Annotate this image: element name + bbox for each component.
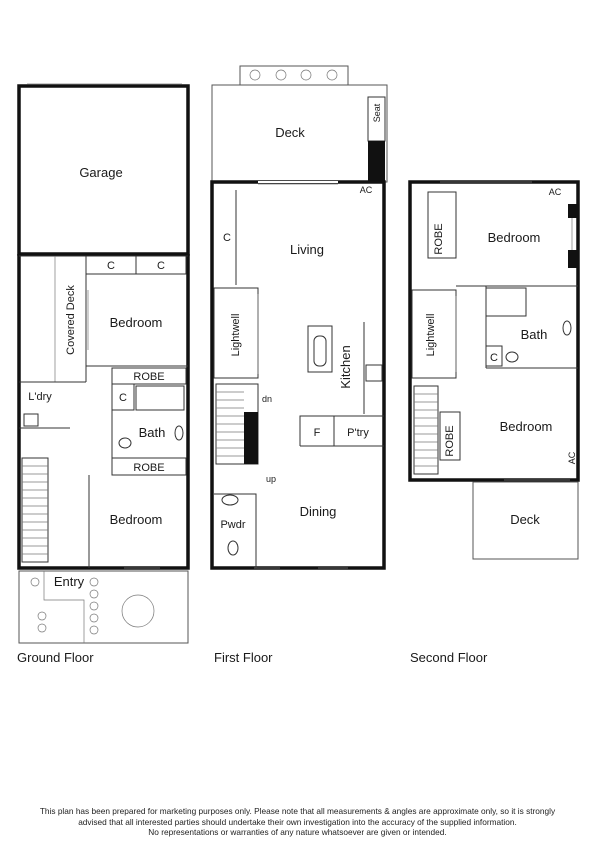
- disclaimer: This plan has been prepared for marketin…: [0, 806, 595, 838]
- dining-label: Dining: [300, 504, 337, 519]
- cupboard-label-1: C: [107, 260, 115, 272]
- second-ac2-label: AC: [567, 451, 577, 464]
- entry-garden: [18, 570, 189, 644]
- first-deck-label: Deck: [275, 125, 305, 140]
- bath-basin: [174, 425, 184, 441]
- ground-labels: Garage C C Covered Deck Bedroom ROBE C L…: [28, 165, 165, 589]
- kitchen-label: Kitchen: [338, 345, 353, 388]
- cupboard-label-2: C: [157, 260, 165, 272]
- shower: [485, 287, 527, 317]
- second-robe2-label: ROBE: [444, 425, 456, 456]
- ground-toilet: [118, 437, 132, 449]
- ground-bedroom2-label: Bedroom: [110, 512, 163, 527]
- ground-bath-label: Bath: [139, 425, 166, 440]
- second-labels: AC ROBE Bedroom Lightwell Bath C ROBE Be…: [425, 187, 577, 527]
- entry-label: Entry: [54, 574, 85, 589]
- second-robe1: [427, 191, 457, 259]
- second-stairs: [413, 385, 439, 475]
- pwdr-label: Pwdr: [220, 519, 245, 531]
- second-robe1-label: ROBE: [433, 223, 445, 254]
- second-ac1-label: AC: [549, 187, 562, 197]
- laundry-tub: [23, 413, 39, 427]
- covered-deck-label: Covered Deck: [65, 285, 77, 355]
- second-column: [568, 250, 578, 268]
- ground-stairs: [21, 457, 49, 563]
- ground-floor-plan: [17, 83, 190, 644]
- pantry-label: P'try: [347, 427, 369, 439]
- ground-floor-title: Ground Floor: [17, 650, 94, 665]
- first-outer-wall: [210, 180, 386, 570]
- second-floor-title: Second Floor: [410, 650, 488, 665]
- second-lightwell-label: Lightwell: [425, 314, 437, 357]
- second-c-label: C: [490, 352, 498, 364]
- ground-robe1-label: ROBE: [133, 371, 164, 383]
- island-sink: [313, 335, 327, 367]
- second-deck-label: Deck: [510, 512, 540, 527]
- first-lightwell-label: Lightwell: [230, 314, 242, 357]
- ground-cupboard-2: [135, 255, 187, 275]
- second-basin: [562, 320, 572, 336]
- ground-outer-wall: [17, 254, 190, 570]
- kitchen-island: [307, 325, 333, 373]
- ground-robe2-label: ROBE: [133, 462, 164, 474]
- second-ac-unit: [568, 204, 578, 218]
- ground-c3-label: C: [119, 392, 127, 404]
- deck-planter: [239, 65, 349, 86]
- cooktop: [365, 364, 383, 382]
- entry-path: [43, 571, 85, 643]
- first-ac-label: AC: [360, 185, 373, 195]
- second-bedroom2-label: Bedroom: [500, 419, 553, 434]
- second-bath-label: Bath: [521, 327, 548, 342]
- powder-toilet: [227, 540, 239, 556]
- second-bedroom1-label: Bedroom: [488, 230, 541, 245]
- powder-walls: [214, 493, 257, 568]
- first-floor-plan: [210, 65, 388, 570]
- garage-outline: [17, 84, 190, 256]
- garden-shrubs: [30, 577, 155, 635]
- disclaimer-line-3: No representations or warranties of any …: [148, 827, 447, 838]
- dn-label: dn: [262, 394, 272, 404]
- second-toilet: [505, 351, 519, 363]
- first-c-label: C: [223, 232, 231, 244]
- fridge-label: F: [314, 427, 321, 439]
- second-robe2: [439, 411, 461, 461]
- planter-shrubs: [249, 69, 338, 81]
- first-floor-title: First Floor: [214, 650, 273, 665]
- first-labels: Deck Seat AC C Living Lightwell Kitchen …: [220, 103, 382, 531]
- deck-column: [368, 141, 385, 181]
- disclaimer-line-2: advised that all interested parties shou…: [78, 816, 517, 827]
- seat-label: Seat: [372, 103, 382, 122]
- powder-basin: [221, 494, 239, 506]
- living-label: Living: [290, 242, 324, 257]
- first-stairs: [215, 383, 259, 465]
- pantry-walls: [299, 415, 384, 446]
- ground-bedroom1-label: Bedroom: [110, 315, 163, 330]
- second-floor-plan: [408, 180, 580, 560]
- second-deck-area: [472, 481, 579, 560]
- disclaimer-line-1: This plan has been prepared for marketin…: [39, 806, 556, 816]
- bathtub: [135, 385, 185, 411]
- garage-label: Garage: [79, 165, 122, 180]
- first-deck-area: [211, 84, 388, 183]
- up-label: up: [266, 474, 276, 484]
- laundry-label: L'dry: [28, 391, 52, 403]
